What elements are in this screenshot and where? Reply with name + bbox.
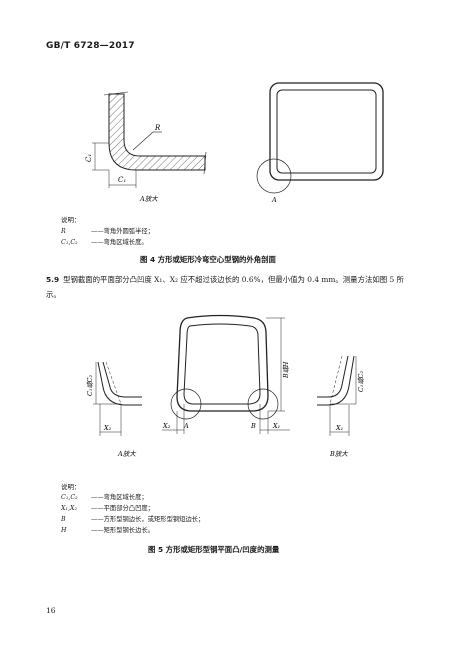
fig5-center-label-b: B或H [282,361,290,379]
fig5-left-label-c: C₁或C₂ [86,375,94,396]
fig5-center-section [162,314,290,434]
fig4-right-caption: A [271,196,277,204]
fig5-right-caption: B放大 [329,450,349,458]
fig4-legend-title: 说明： [61,216,81,224]
fig4-hollow-section [256,82,384,194]
fig4-corner-detail [92,91,207,188]
fig5-legend-row: X₁,X₂ ——平面部分凸凹度； [61,503,154,512]
fig4-legend-text: ——弯角区域长度。 [91,239,148,246]
fig4-legend-row: R ——弯角外圆弧半径； [61,226,154,235]
figure-4-caption: 图 4 方形或矩形冷弯空心型钢的外角剖面 [140,255,276,264]
figure-5-caption: 图 5 方形或矩形型钢平面凸/凹度的测量 [148,545,280,554]
fig4-label-r: R [154,124,161,132]
fig5-left-caption: A放大 [117,450,137,458]
fig5-right-label-x1: X₁ [335,424,343,432]
fig5-legend-text: ——平面部分凸凹度； [91,505,154,512]
fig5-legend-title: 说明： [61,483,81,491]
fig5-center-label-b-circle: B [250,422,256,430]
fig5-legend-text: ——矩形型钢长边长。 [91,527,154,534]
clause-text: 型钢截面的平面部分凸凹度 X₁、X₂ 应不超过该边长的 0.6%，但最小值为 0… [46,275,404,299]
fig4-legend-symbol: R [61,228,66,235]
fig4-legend-text: ——弯角外圆弧半径； [91,228,154,235]
fig5-legend-symbol: H [61,527,67,534]
fig5-legend-symbol: C₁,C₂ [61,494,78,501]
fig5-detail-b [317,355,357,436]
fig5-legend-symbol: X₁,X₂ [61,505,78,512]
fig5-legend-text: ——方形型钢边长，或矩形型钢短边长； [91,516,205,523]
fig5-legend-row: C₁,C₂ ——弯角区域长度； [61,492,148,501]
fig4-legend-row: C₁,C₂ ——弯角区域长度。 [61,237,148,246]
fig5-legend-row: B ——方形型钢边长，或矩形型钢短边长； [61,514,204,523]
fig5-legend-text: ——弯角区域长度； [91,494,148,501]
fig5-center-label-x2: X₂ [162,422,171,430]
fig5-left-label-x2: X₂ [103,424,112,432]
fig4-label-c1: C₁ [118,176,126,184]
fig5-legend-symbol: B [61,516,66,523]
fig5-legend-row: H ——矩形型钢长边长。 [61,525,154,534]
fig5-center-label-x1: X₁ [272,422,280,430]
standard-number: GB/T 6728—2017 [46,41,135,51]
fig5-detail-a [93,361,142,436]
page-number: 16 [46,606,56,615]
clause-number: 5.9 [46,275,60,284]
fig4-legend-symbol: C₁,C₂ [61,239,78,246]
fig5-right-label-c: C₁或C₂ [357,371,365,392]
fig5-center-label-a: A [183,422,189,430]
fig4-label-c1-vertical: C₁ [85,154,93,162]
fig4-left-caption: A放大 [139,195,159,203]
